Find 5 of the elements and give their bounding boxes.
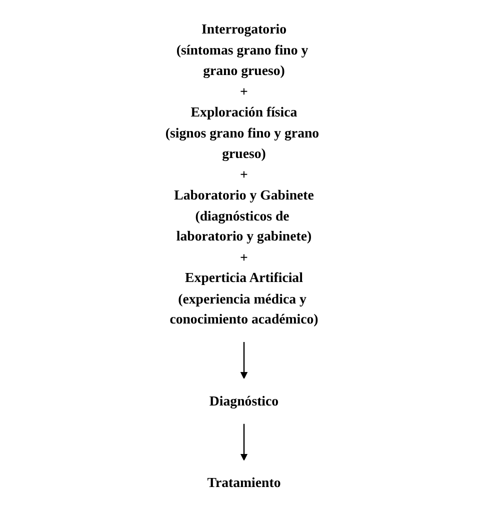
node-text: Tratamiento [207,474,281,490]
arrow [240,424,248,461]
node-text: Diagnóstico [209,393,279,409]
node-text: Interrogatorio (síntomas grano fino y grano grueso) + Exploración física (signos grano fino y grano grueso) + Laboratorio y Gabinete (diagnósticos de laboratorio y gabinete) + Experticia Artificial (experiencia médica y conocimiento académico) [165,21,320,327]
arrow [240,342,248,379]
